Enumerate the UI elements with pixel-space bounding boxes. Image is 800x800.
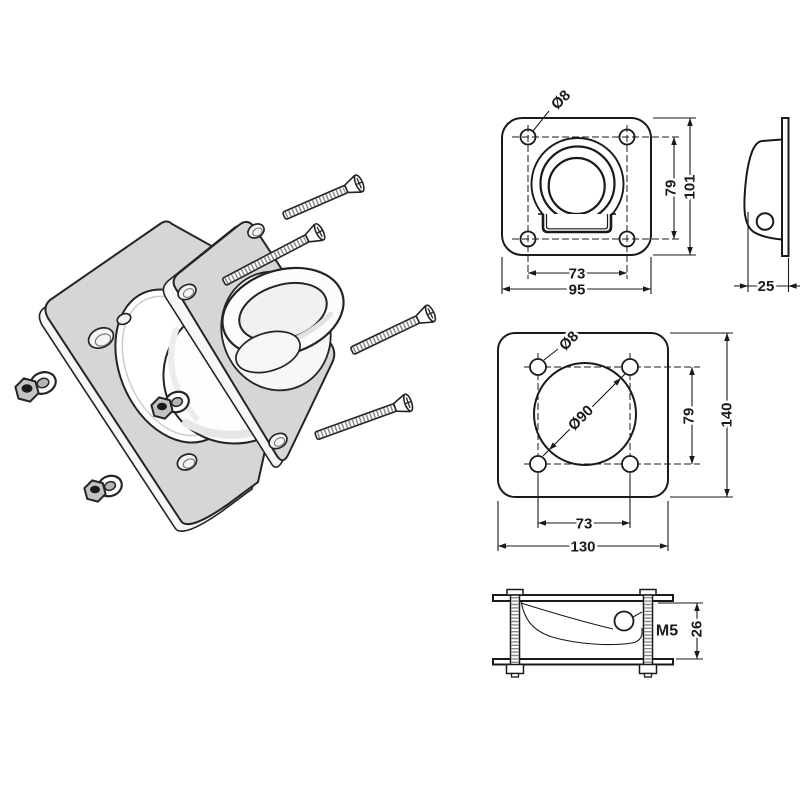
nut-washer-3: [83, 474, 123, 503]
back-hole-pitch-y-label: 79: [681, 408, 698, 425]
bolt-hole: [621, 358, 639, 376]
screw-3: [350, 304, 437, 355]
ring-pocket-front: [541, 214, 613, 234]
pan-section-rim: [520, 602, 614, 630]
bolt-hole: [529, 358, 547, 376]
front-view: Ø8 79 101 73 95: [501, 84, 701, 301]
lifting-ring: [221, 266, 345, 358]
bolt-hole: [621, 455, 639, 473]
bolt-thread-label: M5: [656, 623, 678, 640]
bolt-hole: [519, 230, 537, 248]
back-hole-pitch-x-label: 73: [576, 516, 593, 533]
bolt-hole: [519, 128, 537, 146]
front-hole-pitch-x-label: 73: [569, 266, 586, 283]
exploded-view: [14, 174, 437, 532]
center-hole: [533, 362, 637, 466]
back-plate-hole: [87, 326, 115, 350]
ring-pocket: [235, 330, 301, 374]
side-pan-profile: [743, 138, 783, 241]
front-hole-dia-label: Ø8: [548, 87, 574, 113]
back-height-label: 140: [719, 402, 736, 427]
front-height-label: 101: [682, 174, 699, 199]
back-plate-hole: [176, 453, 198, 471]
ring-section: [613, 610, 635, 632]
pan-section-bottom: [520, 600, 643, 646]
front-hole-pitch-y-label: 79: [663, 180, 680, 197]
ring-cross-section: [755, 212, 775, 231]
bottom-flange: [492, 658, 674, 666]
section-view: M5 26: [492, 588, 708, 678]
section-depth-label: 26: [689, 621, 706, 638]
bolt-hole: [618, 128, 636, 146]
back-plate-hole: [116, 312, 132, 326]
side-view: 25: [734, 117, 800, 298]
top-flange: [492, 594, 674, 602]
back-plate-holes: [87, 312, 198, 471]
side-thickness-label: 25: [758, 278, 775, 295]
nut-washer-1: [14, 371, 57, 403]
bolt-left: [505, 588, 525, 678]
back-view: Ø90 Ø8 79 140 73 130: [497, 325, 738, 558]
bolt-hole: [618, 230, 636, 248]
screw-4: [314, 393, 414, 440]
back-width-label: 130: [570, 539, 595, 556]
side-plate-outline: [781, 117, 790, 257]
screw-2: [222, 222, 326, 286]
screw-1: [282, 174, 365, 220]
bolt-right: [638, 588, 658, 678]
ring-inner: [547, 156, 606, 216]
front-width-label: 95: [569, 282, 586, 299]
nut-washer-2: [150, 390, 190, 420]
bolt-hole: [529, 455, 547, 473]
